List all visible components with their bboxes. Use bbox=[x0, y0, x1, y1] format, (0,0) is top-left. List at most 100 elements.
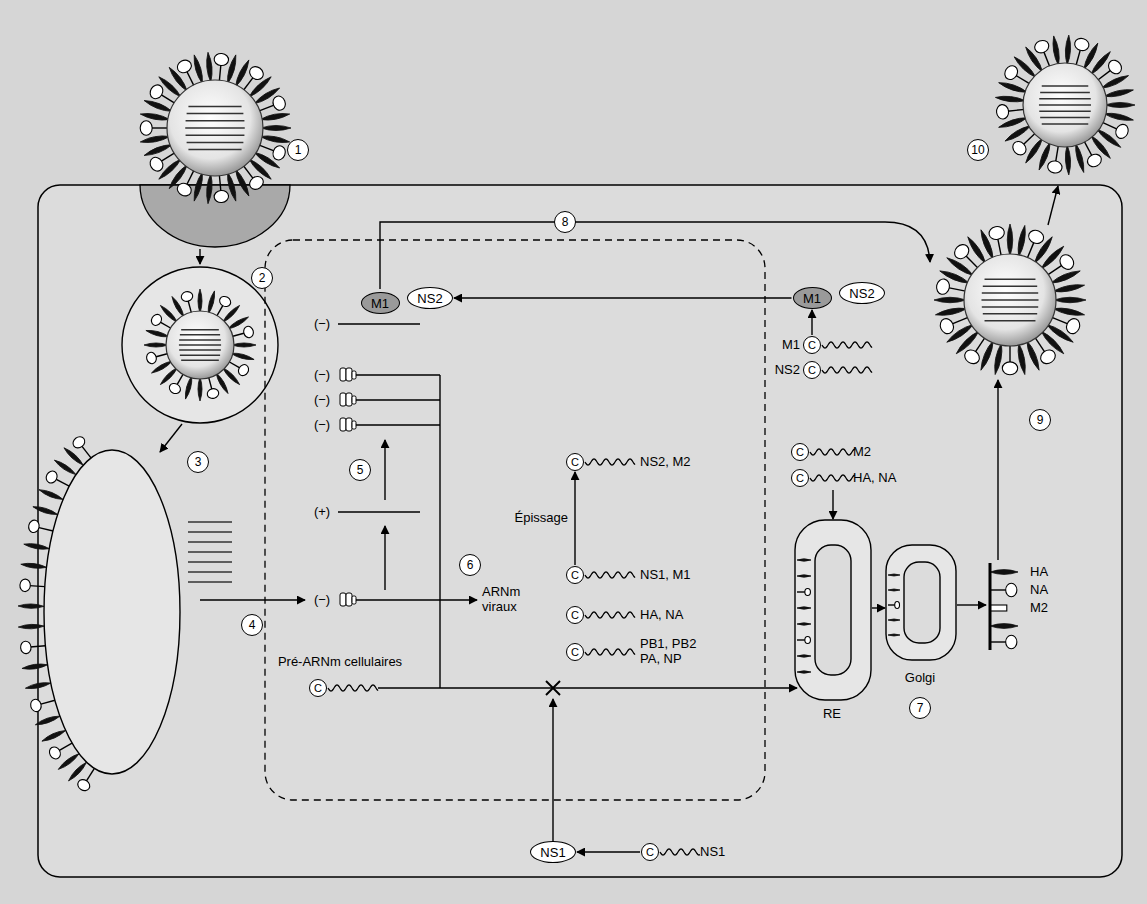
na-head bbox=[76, 777, 92, 792]
na-head bbox=[1002, 362, 1017, 375]
na-head bbox=[214, 190, 229, 203]
ha-glycoprotein bbox=[888, 634, 900, 636]
na-head bbox=[218, 294, 233, 308]
na-head bbox=[1038, 347, 1058, 366]
na-head bbox=[140, 121, 152, 135]
callout-number: 2 bbox=[251, 267, 273, 289]
text-label: HA bbox=[1030, 565, 1048, 580]
ha-spike bbox=[1051, 36, 1061, 66]
endosome bbox=[122, 267, 278, 423]
ha-glycoprotein bbox=[1100, 73, 1129, 90]
na-head bbox=[1027, 228, 1046, 246]
m2-spike bbox=[990, 605, 1007, 611]
import-arrow bbox=[200, 599, 305, 600]
ha-spike bbox=[1105, 102, 1135, 107]
ha-glycoprotein bbox=[230, 351, 254, 361]
cap-circle: C bbox=[566, 453, 584, 471]
ha-spike bbox=[797, 559, 811, 561]
na-head bbox=[1064, 317, 1082, 336]
edge-label: Épissage bbox=[515, 511, 568, 526]
pb1 bbox=[340, 368, 346, 381]
polymerase-symbol bbox=[340, 368, 356, 381]
polymerase-symbol bbox=[340, 593, 356, 606]
golgi-fold bbox=[904, 562, 940, 643]
mrna-strand bbox=[585, 612, 635, 618]
genomic-rna bbox=[356, 399, 440, 400]
na-head bbox=[175, 58, 193, 75]
na-spike bbox=[797, 637, 810, 644]
ha-glycoprotein bbox=[797, 623, 811, 625]
ha-spike bbox=[888, 634, 900, 636]
na-head bbox=[1047, 160, 1063, 174]
ha-spike bbox=[1007, 224, 1012, 256]
na-head bbox=[149, 312, 163, 327]
ha-spike bbox=[261, 125, 291, 130]
ha-glycoprotein bbox=[934, 297, 966, 302]
na-head bbox=[247, 174, 266, 192]
rnp-segment bbox=[1040, 92, 1090, 94]
pa bbox=[352, 396, 356, 404]
virion-budding bbox=[934, 224, 1086, 375]
na-stalk bbox=[1084, 140, 1092, 156]
mrna-strand bbox=[660, 849, 700, 855]
text-label: (−) bbox=[314, 593, 330, 608]
virion-endosome bbox=[144, 289, 256, 401]
rnp-segment bbox=[1039, 111, 1090, 113]
ha-glycoprotein bbox=[990, 570, 1018, 575]
m1-export-arrow bbox=[380, 222, 930, 289]
ha-spike bbox=[32, 505, 58, 517]
na-stalk bbox=[1047, 265, 1063, 276]
na-stalk bbox=[965, 255, 979, 269]
ha-glycoprotein bbox=[1053, 283, 1085, 295]
released-rnp bbox=[188, 531, 232, 533]
ha-spike bbox=[184, 375, 194, 399]
ha-glycoprotein bbox=[797, 655, 811, 657]
na-stalk bbox=[1007, 109, 1025, 111]
node-text: C bbox=[808, 365, 816, 376]
pa bbox=[352, 596, 356, 604]
na-stalk bbox=[1034, 337, 1045, 353]
ha-glycoprotein bbox=[192, 172, 205, 202]
ha-glycoprotein bbox=[184, 375, 194, 399]
text-label: Golgi bbox=[905, 671, 935, 686]
ha-spike bbox=[230, 351, 254, 361]
text-label: NS2, M2 bbox=[640, 455, 691, 470]
cap-circle: C bbox=[566, 566, 584, 584]
cap-circle: C bbox=[566, 643, 584, 661]
ha-glycoprotein bbox=[25, 681, 51, 691]
na-spike bbox=[212, 173, 229, 203]
ha-spike bbox=[25, 681, 51, 691]
node-text: NS2 bbox=[849, 287, 874, 300]
ha-spike bbox=[21, 562, 47, 569]
na-head bbox=[167, 381, 182, 395]
na-stalk bbox=[797, 639, 805, 640]
virion-envelope bbox=[964, 254, 1056, 346]
ha-glycoprotein bbox=[1051, 36, 1061, 66]
ha-spike bbox=[990, 624, 1018, 629]
ha-spike bbox=[143, 98, 173, 114]
text-label: (+) bbox=[314, 505, 330, 520]
rnp-segment bbox=[179, 344, 221, 346]
ha-glycoprotein bbox=[888, 589, 900, 591]
ha-glycoprotein bbox=[198, 289, 202, 313]
na-stalk bbox=[219, 64, 221, 82]
na-head bbox=[1114, 122, 1131, 140]
na-stalk bbox=[1051, 317, 1069, 324]
ha-spike bbox=[797, 607, 811, 609]
rnp-segment bbox=[1042, 123, 1089, 125]
polymerase-symbol bbox=[340, 418, 356, 431]
na-spike bbox=[990, 635, 1017, 648]
callout-number: 6 bbox=[459, 554, 481, 576]
mrna-strand bbox=[822, 342, 872, 348]
text-label: NS1 bbox=[700, 845, 725, 860]
node-text: NS1 bbox=[540, 846, 565, 859]
fusion-vesicle bbox=[44, 450, 180, 774]
ha-glycoprotein bbox=[143, 98, 173, 114]
na-head bbox=[236, 363, 250, 378]
ha-glycoprotein bbox=[140, 112, 170, 123]
callout-number: 4 bbox=[241, 614, 263, 636]
mrna-strand bbox=[810, 449, 855, 455]
text-label: PB1, PB2 PA, NP bbox=[640, 637, 706, 667]
